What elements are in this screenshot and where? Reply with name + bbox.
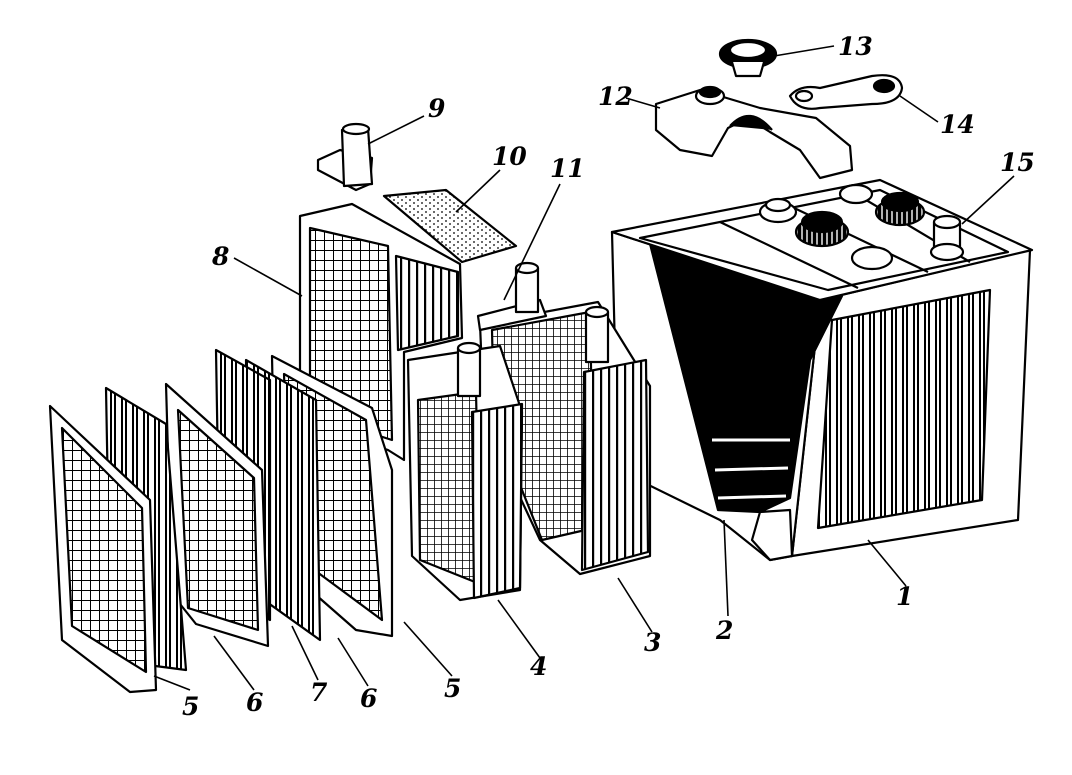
callout-14: 14 <box>940 110 975 139</box>
separator-shield <box>382 188 518 264</box>
callout-6-left: 6 <box>246 688 264 717</box>
positive-plate-group <box>406 341 524 602</box>
negative-plate-group <box>476 261 652 576</box>
callout-1: 1 <box>896 582 914 611</box>
cell-connector-bridge <box>654 85 854 180</box>
callout-3: 3 <box>644 628 662 657</box>
callout-5-middle: 5 <box>444 674 462 703</box>
plate-front-left <box>48 404 158 694</box>
callout-6-right: 6 <box>360 684 378 713</box>
leader-lines <box>153 45 1015 691</box>
callout-4: 4 <box>530 652 548 681</box>
battery-case <box>610 178 1034 562</box>
callout-13: 13 <box>838 32 873 61</box>
terminal-strap <box>788 74 904 110</box>
callout-8: 8 <box>212 242 230 271</box>
filler-plug <box>718 38 778 78</box>
cell-terminal-post <box>316 122 374 192</box>
callout-15: 15 <box>1000 148 1035 177</box>
callout-10: 10 <box>492 142 527 171</box>
callout-5-left: 5 <box>182 692 200 721</box>
plate-front-middle <box>164 382 270 648</box>
callout-11: 11 <box>550 154 585 183</box>
callout-12: 12 <box>598 82 633 111</box>
callout-9: 9 <box>428 94 446 123</box>
callout-7: 7 <box>310 678 328 707</box>
callout-2: 2 <box>716 616 734 645</box>
